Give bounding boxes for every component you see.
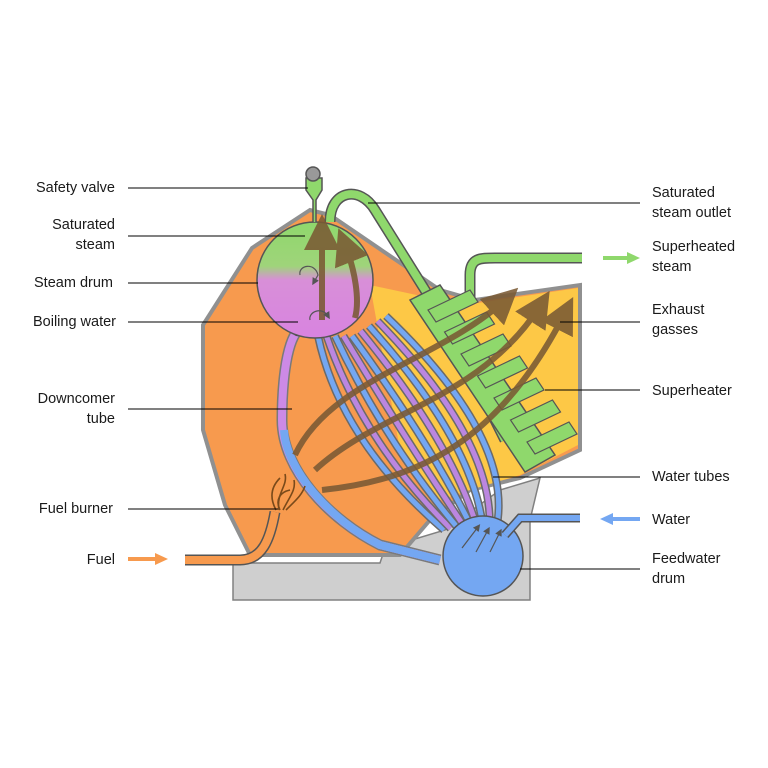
- label-saturated-steam-outlet: Saturated steam outlet: [652, 185, 731, 221]
- label-line: Superheated: [652, 239, 735, 255]
- exhaust-flow-arrows: [292, 287, 574, 493]
- label-line: Saturated: [652, 185, 715, 201]
- water-tube: [349, 334, 473, 526]
- label-line: steam outlet: [652, 205, 731, 221]
- label-line: Steam drum: [34, 275, 113, 291]
- label-line: Fuel burner: [39, 501, 113, 517]
- fuel-burner: [271, 473, 306, 511]
- label-safety-valve: Safety valve: [36, 180, 115, 196]
- label-line: Downcomer: [38, 391, 116, 407]
- fuel-line: [185, 511, 279, 564]
- label-saturated-steam: Saturated steam: [52, 217, 115, 253]
- label-water: Water: [652, 512, 690, 528]
- water-tube: [324, 335, 453, 531]
- label-superheater: Superheater: [652, 383, 732, 399]
- superheater-fin: [476, 355, 529, 389]
- water-tube: [332, 334, 459, 529]
- label-line: Saturated: [52, 217, 115, 233]
- label-line: Fuel: [87, 552, 115, 568]
- label-line: gasses: [652, 322, 698, 338]
- water-tube: [358, 329, 479, 527]
- superheater-fin: [526, 421, 578, 455]
- leader-lines: [128, 187, 640, 570]
- label-line: Boiling water: [33, 314, 116, 330]
- label-boiling-water: Boiling water: [33, 314, 116, 330]
- label-line: drum: [652, 571, 685, 587]
- label-line: Water tubes: [652, 469, 730, 485]
- label-line: Safety valve: [36, 180, 115, 196]
- label-line: steam: [652, 259, 692, 275]
- label-feedwater-drum: Feedwater drum: [652, 551, 721, 587]
- label-line: Water: [652, 512, 690, 528]
- water-tube: [375, 319, 493, 529]
- label-exhaust-gasses: Exhaust gasses: [652, 302, 704, 338]
- label-line: Superheater: [652, 383, 732, 399]
- label-water-tubes: Water tubes: [652, 469, 730, 485]
- water-tube: [367, 324, 486, 528]
- label-fuel-burner: Fuel burner: [39, 501, 113, 517]
- saturated-steam-outlet-pipe: [326, 190, 509, 442]
- safety-valve: [305, 166, 321, 182]
- superheater-fin: [427, 289, 479, 323]
- water-tube: [341, 334, 466, 527]
- label-line: tube: [87, 411, 115, 427]
- superheater-fin: [509, 399, 562, 433]
- label-steam-drum: Steam drum: [34, 275, 113, 291]
- label-line: steam: [76, 237, 116, 253]
- label-line: Exhaust: [652, 302, 704, 318]
- feedwater-drum: [442, 515, 524, 597]
- label-line: Feedwater: [652, 551, 721, 567]
- label-downcomer-tube: Downcomer tube: [38, 391, 116, 427]
- label-superheated-steam: Superheated steam: [652, 239, 735, 275]
- label-fuel: Fuel: [87, 552, 115, 568]
